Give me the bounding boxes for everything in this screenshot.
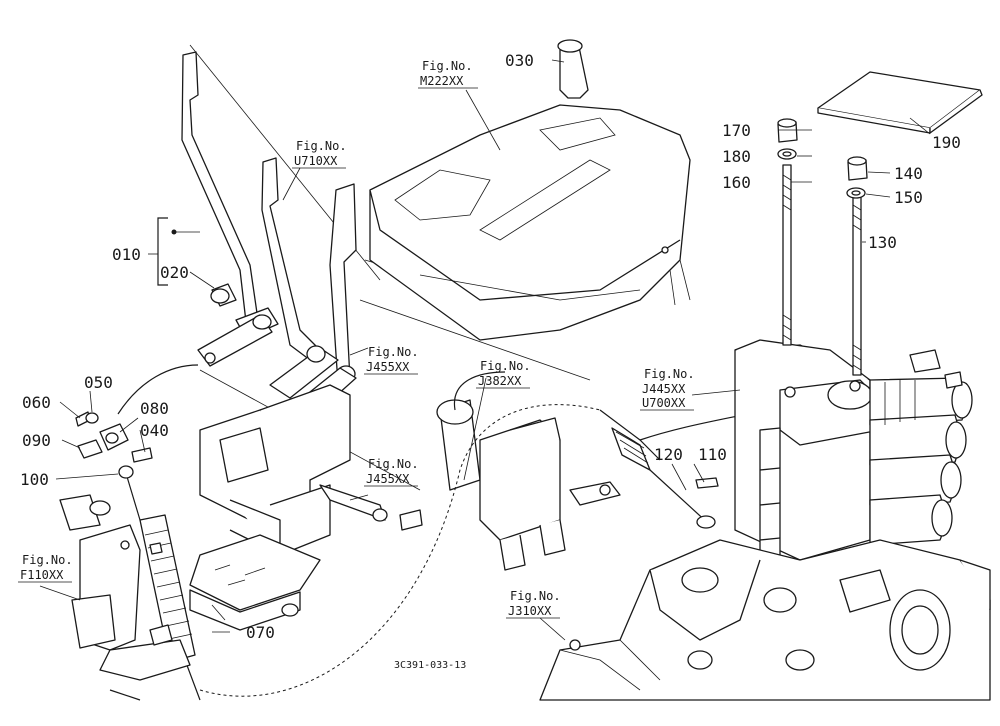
fig-ref-f110: F110XX	[20, 568, 64, 582]
callout-070: 070	[246, 623, 275, 642]
fig-ref-j310: J310XX	[508, 604, 552, 618]
small-parts	[75, 364, 199, 479]
fig-ref-u700: U700XX	[642, 396, 686, 410]
fig-ref-m222: M222XX	[420, 74, 464, 88]
manual-190	[817, 71, 983, 134]
callout-050: 050	[84, 373, 113, 392]
figure-references: Fig.No. M222XX Fig.No. U710XX Fig.No. J4…	[20, 59, 695, 618]
callout-100: 100	[20, 470, 49, 489]
leader-lines	[39, 59, 931, 641]
fig-ref-j382: J382XX	[478, 374, 522, 388]
callout-labels: 030 010 020 060 050 080 040 090 100 070 …	[20, 51, 961, 642]
hitch-bracket	[436, 371, 621, 571]
callout-140: 140	[894, 164, 923, 183]
fig-ref-j455a: J455XX	[366, 360, 410, 374]
fig-ref-j445: J445XX	[642, 382, 686, 396]
callout-040: 040	[140, 421, 169, 440]
callout-030: 030	[505, 51, 534, 70]
callout-120: 120	[654, 445, 683, 464]
fig-ref-j310-prefix: Fig.No.	[510, 589, 561, 603]
callout-080: 080	[140, 399, 169, 418]
fig-ref-u710: U710XX	[294, 154, 338, 168]
fig-ref-u710-prefix: Fig.No.	[296, 139, 347, 153]
drawing-code: 3C391-033-13	[394, 660, 466, 671]
lever-010	[181, 51, 279, 367]
fig-ref-j455b-prefix: Fig.No.	[368, 457, 419, 471]
callout-090: 090	[22, 431, 51, 450]
fig-ref-m222-prefix: Fig.No.	[422, 59, 473, 73]
stud-bolts	[777, 118, 868, 376]
collar-020	[210, 283, 237, 307]
fig-ref-j445-prefix: Fig.No.	[644, 367, 695, 381]
console-cover	[369, 104, 691, 341]
fig-ref-f110-prefix: Fig.No.	[22, 553, 73, 567]
knob-030	[557, 39, 589, 99]
ref-underlines	[18, 87, 694, 619]
fig-ref-j455a-prefix: Fig.No.	[368, 345, 419, 359]
callout-110: 110	[698, 445, 727, 464]
callout-170: 170	[722, 121, 751, 140]
callout-150: 150	[894, 188, 923, 207]
callout-160: 160	[722, 173, 751, 192]
fig-ref-j382-prefix: Fig.No.	[480, 359, 531, 373]
spring-cable	[124, 469, 201, 701]
guide-plate	[261, 157, 357, 413]
plate-070	[189, 534, 321, 631]
callout-020: 020	[160, 263, 189, 282]
bracket-frame	[199, 384, 423, 556]
transmission-housing	[539, 539, 991, 701]
fig-ref-j455b: J455XX	[366, 472, 410, 486]
callout-060: 060	[22, 393, 51, 412]
callout-180: 180	[722, 147, 751, 166]
callout-190: 190	[932, 133, 961, 152]
valve-block	[734, 339, 973, 563]
bracket-f110	[59, 494, 191, 681]
callout-010: 010	[112, 245, 141, 264]
brace-010	[157, 217, 177, 286]
callout-130: 130	[868, 233, 897, 252]
